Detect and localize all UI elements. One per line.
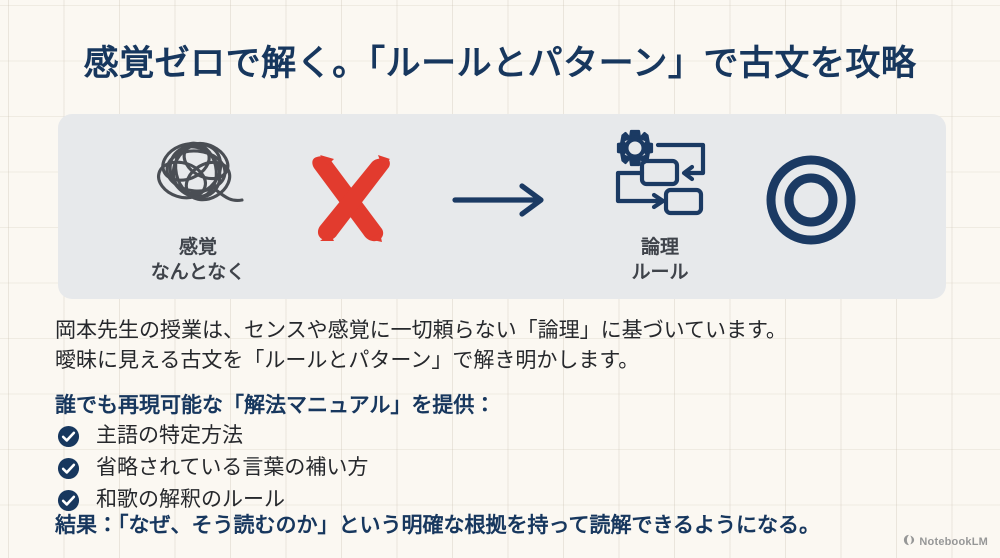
page-title: 感覚ゼロで解く。「ルールとパターン」で古文を攻略 xyxy=(83,44,917,83)
diagram-reject-block xyxy=(308,150,392,250)
check-item-label: 和歌の解釈のルール xyxy=(96,488,285,511)
diagram-after-caption-line1: 論理 xyxy=(640,237,679,258)
body-paragraph: 岡本先生の授業は、センスや感覚に一切頼らない「論理」に基づいています。 曖昧に見… xyxy=(55,316,955,376)
double-circle-icon xyxy=(764,153,858,252)
offer-heading: 誰でも再現可能な「解法マニュアル」を提供： xyxy=(55,394,496,417)
check-circle-icon xyxy=(57,489,80,512)
offer-check-list: 主語の特定方法 省略されている言葉の補い方 和歌の解釈のルール xyxy=(57,421,368,517)
notebooklm-watermark: NotebookLM xyxy=(903,533,988,551)
notebooklm-label: NotebookLM xyxy=(919,536,988,548)
diagram-after-block: 論理 ルール xyxy=(608,128,712,285)
check-item-label: 省略されている言葉の補い方 xyxy=(96,456,369,479)
right-arrow-icon xyxy=(452,180,548,225)
body-line-1: 岡本先生の授業は、センスや感覚に一切頼らない「論理」に基づいています。 xyxy=(55,319,787,342)
diagram-before-caption-line1: 感覚 xyxy=(178,237,217,258)
diagram-approve-block xyxy=(764,146,858,258)
list-item: 省略されている言葉の補い方 xyxy=(57,453,368,483)
tangled-scribble-icon xyxy=(146,128,250,225)
diagram-before-caption: 感覚 なんとなく xyxy=(151,235,245,285)
red-cross-icon xyxy=(308,153,392,248)
diagram-panel: 感覚 なんとなく xyxy=(58,114,946,299)
check-circle-icon xyxy=(57,425,80,448)
notebooklm-logo-icon xyxy=(903,533,915,551)
diagram-after-caption-line2: ルール xyxy=(631,262,689,283)
diagram-before-block: 感覚 なんとなく xyxy=(146,128,250,285)
gear-flowchart-icon xyxy=(608,128,712,225)
diagram-transition-block xyxy=(452,152,548,252)
body-line-2: 曖昧に見える古文を「ルールとパターン」で解き明かします。 xyxy=(55,349,640,372)
check-item-label: 主語の特定方法 xyxy=(96,424,243,447)
list-item: 主語の特定方法 xyxy=(57,421,368,451)
diagram-before-caption-line2: なんとなく xyxy=(150,262,246,283)
result-line: 結果：「なぜ、そう読むのか」という明確な根拠を持って読解できるようになる。 xyxy=(55,514,821,537)
list-item: 和歌の解釈のルール xyxy=(57,485,368,515)
check-circle-icon xyxy=(57,457,80,480)
diagram-after-caption: 論理 ルール xyxy=(631,235,688,285)
diagram-stage: 感覚 なんとなく xyxy=(146,128,858,285)
